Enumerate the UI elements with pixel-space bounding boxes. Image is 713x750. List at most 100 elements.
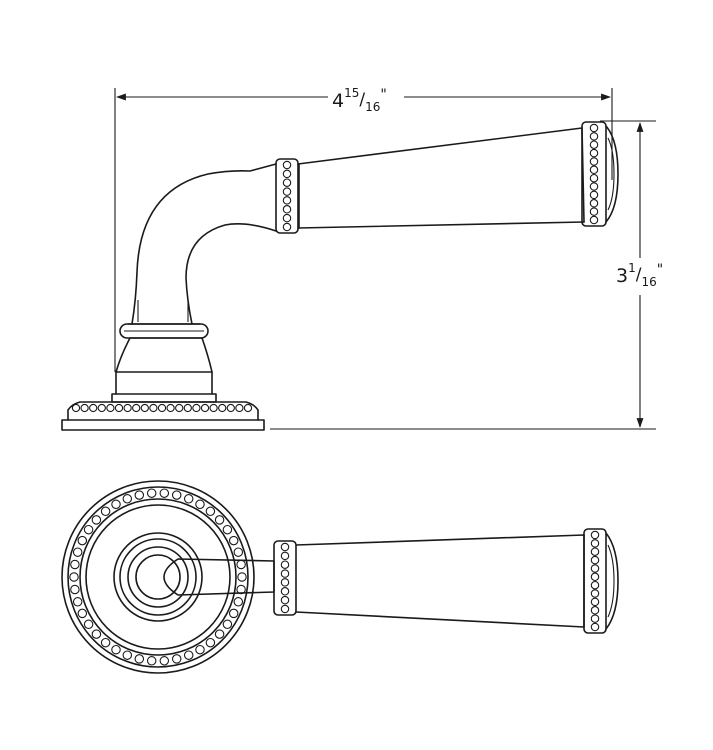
bead [83, 524, 94, 535]
height-whole: 3 [616, 265, 628, 287]
lever-arm-top [163, 558, 275, 596]
shank-ring-3 [127, 546, 189, 608]
bead [590, 572, 600, 582]
bead [589, 182, 599, 191]
height-denominator: 16 [641, 275, 656, 289]
shank-ring-1 [113, 532, 203, 622]
lever-tip-top [583, 528, 607, 634]
bead [590, 606, 600, 615]
bead [226, 403, 235, 413]
bead [280, 587, 290, 596]
bead [149, 403, 158, 413]
collar-beads-side [282, 160, 292, 232]
bead [280, 578, 290, 587]
bead [134, 654, 145, 664]
bead [235, 403, 244, 413]
width-dimension-label: 415/16" [332, 86, 387, 114]
bead [589, 173, 599, 183]
rose-bead-ring-inner [79, 498, 237, 656]
width-slash: / [359, 90, 365, 110]
side-view: 415/16" 31/16" [61, 86, 663, 431]
bead [589, 140, 599, 149]
bead [282, 205, 292, 214]
bead [228, 535, 239, 546]
bead [72, 597, 83, 607]
bead [218, 403, 227, 413]
lever-collar-top [273, 540, 297, 616]
bead [134, 490, 145, 500]
bead [83, 619, 94, 630]
bead [589, 157, 599, 166]
width-unit: " [380, 87, 386, 103]
bead [122, 494, 133, 504]
bead [195, 644, 205, 655]
bead [140, 403, 149, 413]
lever-end-cap-top [605, 532, 619, 630]
height-dimension-label: 31/16" [616, 261, 663, 289]
bead [69, 572, 79, 582]
bead [280, 551, 290, 561]
bead [590, 614, 600, 623]
bead [282, 169, 292, 179]
bead [91, 515, 102, 525]
bead [280, 542, 290, 552]
bead [122, 650, 133, 660]
bead [91, 629, 102, 639]
bead [146, 488, 157, 498]
bead [80, 403, 89, 413]
bead [280, 595, 290, 605]
bead [114, 403, 124, 413]
bead [111, 499, 121, 510]
bead [183, 650, 194, 660]
bead [280, 604, 290, 614]
bead [77, 535, 88, 546]
bead [282, 187, 292, 196]
bead [589, 148, 599, 158]
bead [282, 160, 292, 170]
bead [183, 403, 192, 413]
bead [100, 637, 111, 648]
height-slash: / [636, 265, 642, 285]
bead [171, 654, 182, 664]
bead [282, 222, 292, 232]
bead [589, 165, 599, 175]
bead [159, 656, 170, 666]
width-denominator: 16 [365, 100, 380, 114]
bead [77, 608, 88, 619]
bead [590, 530, 600, 540]
rose-base-beads [71, 403, 253, 413]
bead [590, 539, 600, 548]
bead [589, 215, 599, 225]
bead [589, 132, 599, 141]
bead [590, 564, 600, 573]
bead [590, 547, 600, 556]
bead [72, 547, 83, 557]
bead [71, 403, 81, 413]
rose-base-side [61, 393, 265, 431]
bead [70, 559, 80, 570]
rose-bead-ring-outer [67, 486, 249, 668]
bead [222, 524, 233, 535]
rose-outer-ring [61, 480, 255, 674]
bead [590, 597, 600, 607]
bead [166, 403, 175, 413]
bead [280, 569, 290, 578]
bead [195, 499, 205, 510]
bead [200, 403, 210, 413]
bead [123, 403, 132, 413]
lever-end-cap-inner-top [607, 544, 615, 618]
bead [590, 555, 600, 565]
bead [282, 196, 292, 205]
bead [209, 403, 218, 413]
bead [97, 403, 106, 413]
bead [233, 547, 244, 557]
height-numerator: 1 [628, 261, 636, 275]
bead [589, 123, 599, 133]
bead [590, 589, 600, 598]
bead [205, 506, 216, 517]
bead [89, 403, 98, 413]
bead [243, 403, 253, 413]
bead [205, 637, 216, 648]
bead [146, 656, 157, 666]
